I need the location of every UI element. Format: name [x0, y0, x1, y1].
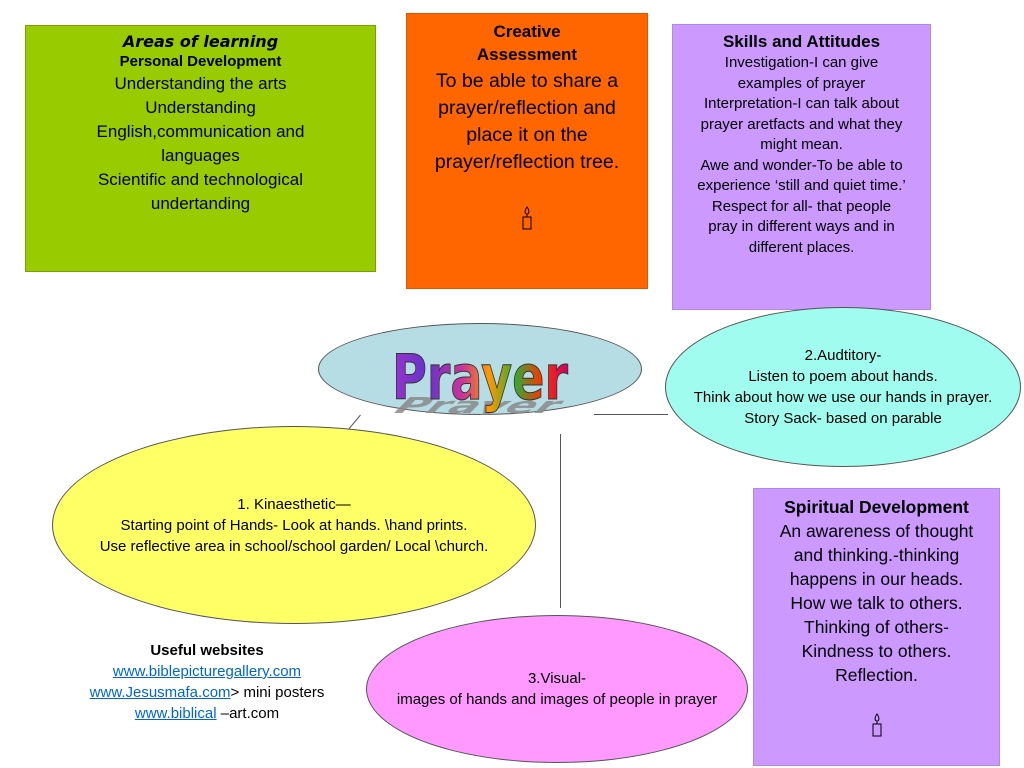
visual-line: 3.Visual-	[527, 670, 587, 687]
jesusmafa-note: > mini posters	[230, 684, 325, 701]
connector-center-visual	[560, 434, 561, 608]
connector-center-kinaesthetic	[348, 414, 361, 430]
spiritual-line: How we talk to others.	[790, 593, 963, 613]
skills-attitudes-box: Skills and Attitudes Investigation-I can…	[672, 24, 931, 310]
spiritual-line: Thinking of others-	[804, 617, 949, 637]
skills-title: Skills and Attitudes	[722, 32, 881, 51]
areas-line: English,communication and	[96, 122, 305, 141]
candle-icon	[522, 206, 532, 230]
kinaesthetic-line: Use reflective area in school/school gar…	[99, 537, 489, 555]
kinaesthetic-line: 1. Kinaesthetic—	[237, 495, 351, 513]
areas-line: undertanding	[150, 194, 251, 213]
skills-line: prayer aretfacts and what they	[700, 115, 903, 133]
areas-line: Understanding	[145, 98, 256, 117]
skills-line: Investigation-I can give	[724, 54, 879, 71]
auditory-line: Story Sack- based on parable	[744, 410, 942, 427]
spiritual-line: and thinking.-thinking	[793, 545, 960, 565]
creative-title: Creative Assessment	[476, 22, 578, 64]
areas-subtitle: Personal Development	[119, 53, 282, 70]
skills-line: might mean.	[760, 136, 843, 153]
creative-assessment-box: Creative Assessment To be able to share …	[406, 13, 648, 289]
auditory-line: Listen to poem about hands.	[748, 368, 938, 385]
spiritual-line: happens in our heads.	[789, 569, 964, 589]
auditory-line: Think about how we use our hands in pray…	[693, 389, 993, 406]
websites-title: Useful websites	[150, 642, 264, 659]
prayer-center-ellipse	[318, 323, 642, 415]
candle-icon	[872, 713, 881, 737]
biblepicturegallery-link[interactable]: www.biblepicturegallery.com	[112, 663, 302, 680]
areas-line: Understanding the arts	[114, 74, 287, 93]
areas-line: Scientific and technological	[97, 170, 304, 189]
skills-line: pray in different ways and in	[708, 218, 895, 235]
auditory-line: 2.Audtitory-	[804, 347, 882, 364]
spiritual-line: Reflection.	[835, 665, 918, 685]
useful-websites: Useful websites www.biblepicturegallery.…	[62, 640, 352, 724]
connector-center-auditory	[594, 414, 668, 415]
biblical-note: –art.com	[216, 705, 280, 722]
spiritual-line: Kindness to others.	[801, 641, 952, 661]
kinaesthetic-line: Starting point of Hands- Look at hands. …	[120, 516, 468, 534]
visual-ellipse: 3.Visual- images of hands and images of …	[366, 615, 748, 763]
skills-line: different places.	[748, 238, 855, 256]
prayer-title: Prayer	[392, 341, 568, 414]
biblical-link[interactable]: www.biblical	[134, 705, 217, 722]
skills-line: Awe and wonder-To be able to	[700, 156, 903, 174]
spiritual-title: Spiritual Development	[784, 497, 969, 517]
auditory-ellipse: 2.Audtitory- Listen to poem about hands.…	[665, 307, 1021, 467]
creative-body: To be able to share a prayer/reflection …	[434, 70, 620, 173]
spiritual-development-box: Spiritual Development An awareness of th…	[753, 488, 1000, 766]
areas-of-learning-box: Areas of learning Personal Development U…	[25, 25, 376, 272]
prayer-shadow: Prayer	[385, 393, 573, 415]
skills-line: Interpretation-I can talk about	[703, 95, 900, 112]
skills-line: experience ‘still and quiet time.’	[697, 177, 906, 194]
jesusmafa-link[interactable]: www.Jesusmafa.com	[89, 684, 231, 701]
spiritual-line: An awareness of thought	[779, 521, 974, 541]
kinaesthetic-ellipse: 1. Kinaesthetic— Starting point of Hands…	[52, 426, 536, 624]
areas-title: Areas of learning	[122, 32, 279, 51]
skills-line: Respect for all- that people	[711, 197, 892, 215]
visual-line: images of hands and images of people in …	[396, 691, 718, 708]
prayer-wordart: Prayer Prayer	[385, 341, 573, 416]
skills-line: examples of prayer	[737, 74, 866, 92]
areas-line: languages	[161, 146, 240, 165]
